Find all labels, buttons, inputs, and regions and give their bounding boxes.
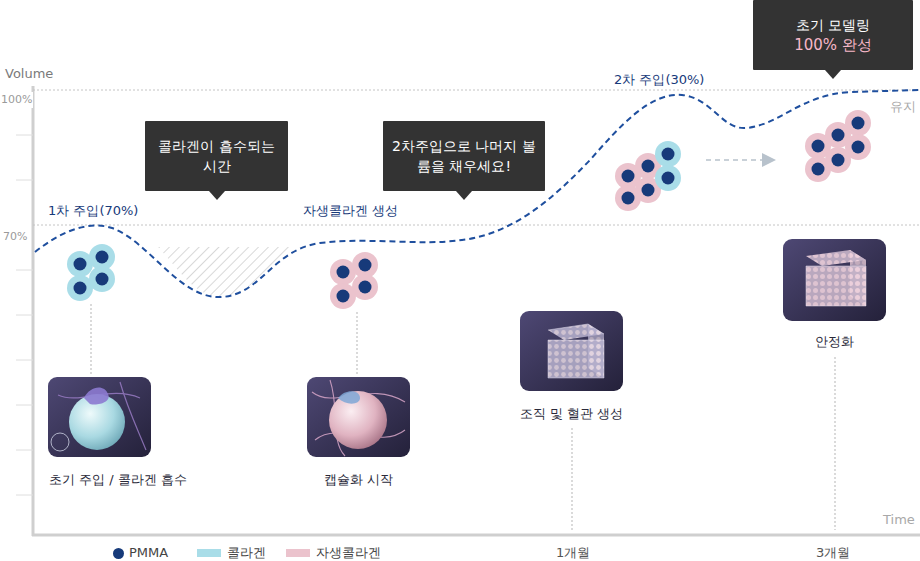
pmma-cluster-autologous (330, 252, 378, 309)
callout-text: 100% 완성 (761, 35, 905, 55)
legend-swatch (113, 548, 124, 559)
pmma-cluster-stable (805, 110, 871, 182)
curve-label: 2차 주입(30%) (613, 72, 705, 88)
callout-box: 초기 모델링100% 완성 (753, 0, 913, 70)
callout-text: 콜라겐이 흡수되는시간 (153, 136, 280, 176)
stage-image: 초기 주입 / 콜라겐 흡수 (47, 377, 197, 489)
curve-label: 1차 주입(70%) (47, 203, 139, 219)
axis-tick: 70% (2, 229, 28, 245)
axis-tick: 100% (0, 92, 33, 108)
stage-label: 안정화 (813, 333, 856, 351)
legend-text: PMMA (128, 545, 169, 561)
legend-text: 자생콜라겐 (315, 545, 382, 561)
pmma-cluster-mixed (615, 141, 681, 211)
absorption-hatch (158, 247, 292, 297)
pmma-cluster-collagen (67, 244, 115, 301)
transition-arrow (706, 153, 776, 167)
time-tick: 1개월 (555, 545, 591, 561)
stage-label: 초기 주입 / 콜라겐 흡수 (47, 471, 189, 489)
time-tick: 3개월 (815, 545, 851, 561)
callout-text: 2차주입으로 나머지 볼륨을 채우세요! (391, 136, 537, 176)
axis-title: Volume (4, 66, 54, 82)
stage-label: 캡슐화 시작 (322, 471, 395, 489)
callout-text: 초기 모델링 (761, 15, 905, 35)
illustration-stable (783, 239, 886, 321)
illustration-injection (48, 377, 151, 457)
illustration-tissue (520, 311, 623, 391)
leader-lines (91, 304, 835, 530)
legend-text: 콜라겐 (226, 545, 267, 561)
curve-label: 자생콜라겐 생성 (302, 203, 399, 219)
level-note: 유지 (889, 99, 917, 115)
axes (16, 86, 920, 536)
stage-image: 안정화 (783, 239, 886, 351)
stage-image: 조직 및 혈관 생성 (520, 311, 623, 423)
legend-swatch (197, 549, 221, 557)
axis-title: Time (882, 512, 916, 528)
stage-label: 조직 및 혈관 생성 (518, 405, 625, 423)
legend-swatch (286, 549, 310, 557)
stage-image: 캡슐화 시작 (307, 377, 410, 489)
callout-box: 2차주입으로 나머지 볼륨을 채우세요! (383, 121, 545, 191)
illustration-encapsulation (307, 377, 410, 457)
callout-box: 콜라겐이 흡수되는시간 (145, 121, 288, 191)
